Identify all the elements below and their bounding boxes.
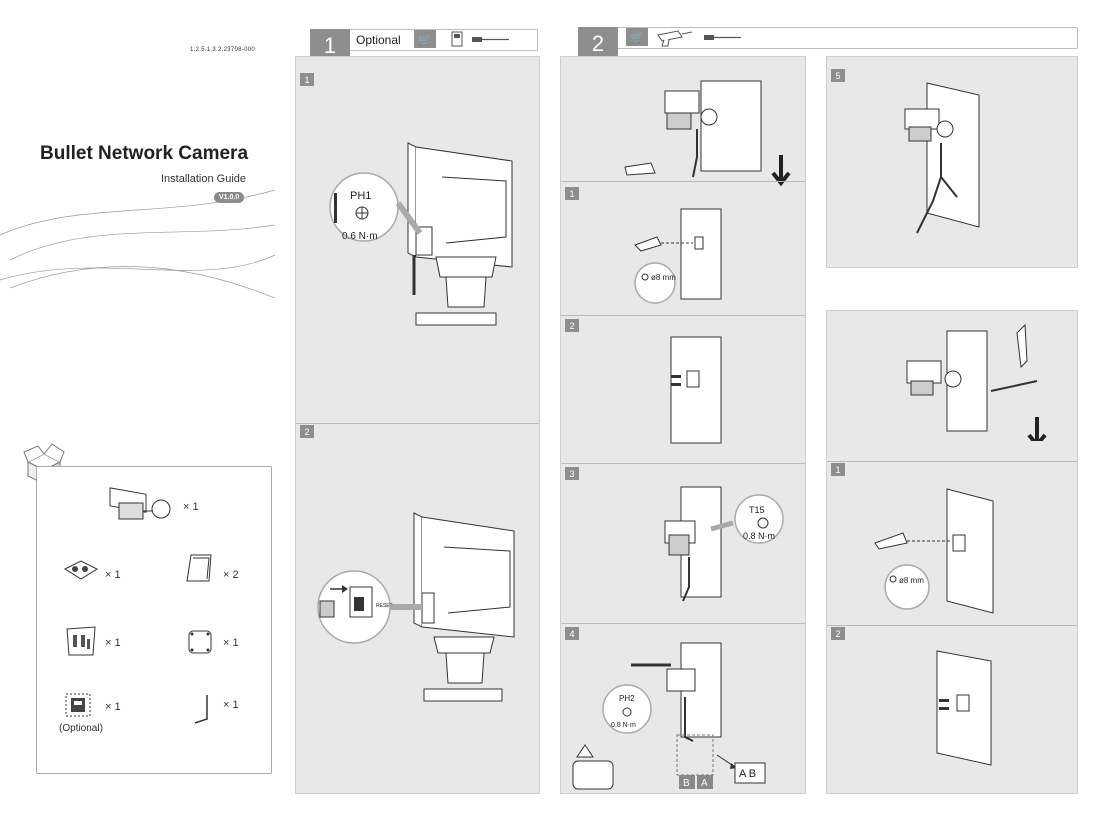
- camera-icon: [109, 487, 171, 520]
- document-number: 1.2.5.1.3.2.23708-000: [190, 47, 256, 53]
- qty-hex-key: × 1: [223, 699, 239, 711]
- qty-camera: × 1: [183, 501, 199, 513]
- section1-step-1-badge: 1: [300, 73, 314, 86]
- wall-anchors-illustration-2: [936, 650, 992, 766]
- page-title: Bullet Network Camera: [40, 143, 249, 164]
- section2-right-bottom-panel: 1 ø8 mm 2: [826, 310, 1078, 794]
- section2-left-step-1-badge: 1: [565, 187, 579, 200]
- section2-right-step-5-badge: 5: [831, 69, 845, 82]
- drill-template-icon: [186, 554, 212, 582]
- drill-icon: [657, 30, 693, 47]
- qty-screw-bag: × 1: [105, 637, 121, 649]
- screwdriver-icon: [472, 37, 509, 42]
- section2-left-step-4-badge: 4: [565, 627, 579, 640]
- section2-right-step-1-badge: 1: [831, 463, 845, 476]
- package-contents: × 1 × 1 × 2 × 1 × 1 × 1 (Optional) × 1: [36, 466, 272, 774]
- qty-sd-card: × 1: [105, 701, 121, 713]
- section2-number: 2: [578, 27, 618, 61]
- wall-camera-cable-illustration: [906, 323, 1047, 441]
- drill-hole-illustration: ø8 mm: [634, 208, 722, 304]
- hex-key-icon: [194, 695, 208, 724]
- book-label: A B: [739, 768, 756, 780]
- cable-connect-illustration: PH2 0.8 N·m B A A B: [572, 642, 766, 790]
- torque-label-2: 0.8 N·m: [743, 531, 775, 541]
- qty-mount-plate: × 1: [223, 637, 239, 649]
- hole-size-label-1: ø8 mm: [651, 273, 676, 282]
- sd-card-slot-illustration: RESET: [317, 512, 515, 702]
- drill-hole-illustration-2: ø8 mm: [874, 488, 994, 614]
- section2-left-panel: 1 ø8 mm 2 3 T15 0.8 N·m 4 PH2 0.8: [560, 56, 806, 794]
- optional-note: (Optional): [59, 723, 103, 734]
- sd-card-small-icon: [451, 31, 463, 47]
- cart-icon: 🛒: [414, 30, 436, 48]
- section2-right-top-panel: 5: [826, 56, 1078, 268]
- section2-left-step-3-badge: 3: [565, 467, 579, 480]
- ph2-label: PH2: [619, 694, 635, 703]
- camera-underside-illustration: PH1 0.6 N·m: [329, 142, 513, 326]
- section2-right-step-2-badge: 2: [831, 627, 845, 640]
- sd-card-icon: [65, 693, 91, 717]
- version-badge: V1.0.0: [214, 192, 245, 203]
- section1-label: Optional: [356, 33, 401, 47]
- cart-icon: 🛒: [626, 28, 648, 46]
- t15-label: T15: [749, 505, 765, 515]
- reset-label: RESET: [376, 603, 393, 609]
- page-subtitle: Installation Guide: [161, 173, 246, 185]
- screw-bag-icon: [66, 626, 96, 656]
- wire-a-label: A: [701, 778, 708, 789]
- section2-left-step-2-badge: 2: [565, 319, 579, 332]
- qty-drill-template: × 2: [223, 569, 239, 581]
- mount-plate-icon: [188, 630, 212, 654]
- finished-camera-illustration: [904, 82, 980, 234]
- wire-b-label: B: [683, 778, 690, 789]
- wall-anchors-illustration: [670, 336, 722, 444]
- ph1-label: PH1: [350, 190, 371, 202]
- decorative-swoosh: [0, 189, 276, 299]
- section1-panel: 1 PH1 0.6 N·m 2 RESET: [295, 56, 540, 794]
- hole-size-label-2: ø8 mm: [899, 576, 924, 585]
- torque-label-1: 0.6 N·m: [342, 231, 378, 242]
- screwdriver-icon: [704, 35, 741, 40]
- mount-camera-illustration: T15 0.8 N·m: [664, 486, 784, 602]
- qty-connector-cap: × 1: [105, 569, 121, 581]
- wall-camera-illustration: [624, 80, 791, 187]
- section2-header: [580, 27, 1078, 49]
- section1-step-2-badge: 2: [300, 425, 314, 438]
- connector-cap-icon: [63, 560, 99, 580]
- torque-label-3: 0.8 N·m: [611, 722, 636, 729]
